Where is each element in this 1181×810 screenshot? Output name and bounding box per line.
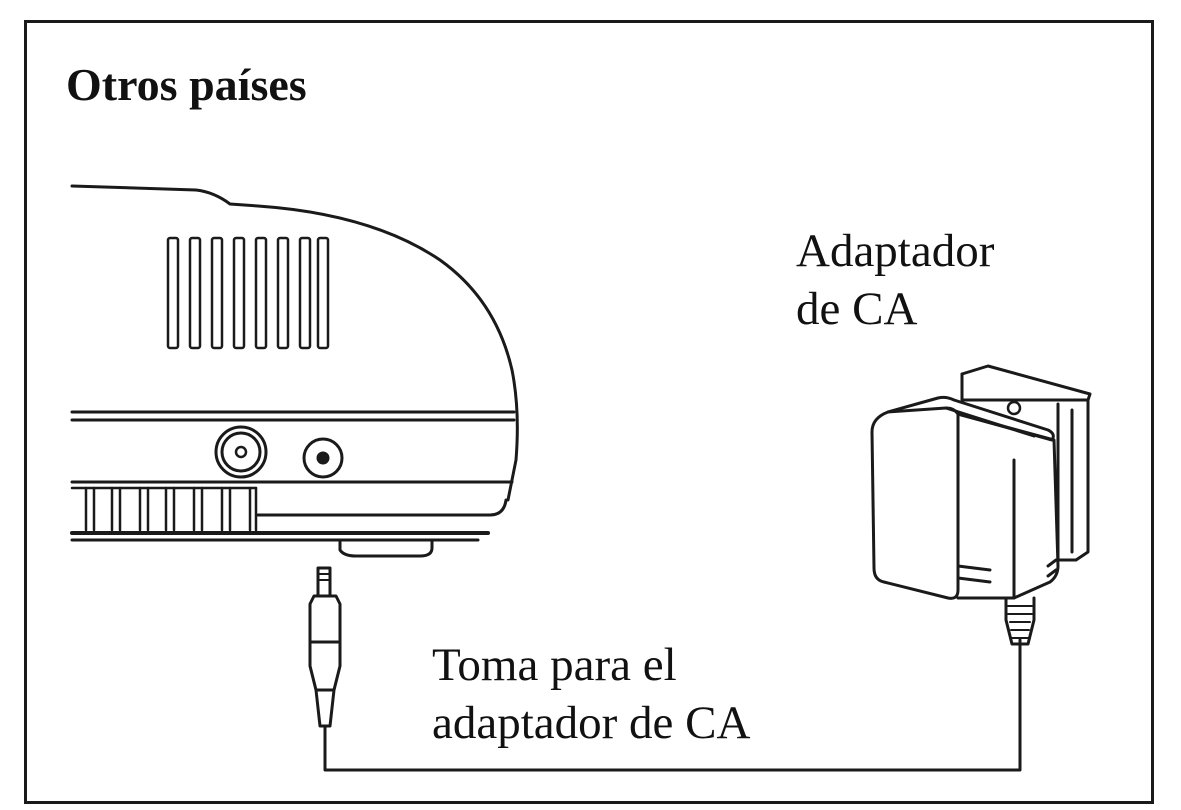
adapter-label-line-2: de CA <box>796 283 918 335</box>
jack-label: Toma para el adaptador de CA <box>432 636 750 752</box>
bottom-ridges <box>70 486 258 532</box>
vent-slots <box>166 236 330 350</box>
adapter-label: Adaptador de CA <box>796 222 994 338</box>
jack-label-line-2: adaptador de CA <box>432 697 751 749</box>
power-cable <box>323 638 1022 772</box>
jack-label-line-1: Toma para el <box>432 639 677 691</box>
adapter-label-line-1: Adaptador <box>796 225 995 277</box>
ac-adapter-jack <box>302 437 344 479</box>
ac-adapter <box>870 364 1092 646</box>
device-body <box>70 184 519 558</box>
dc-plug <box>308 566 342 728</box>
rf-connector-port <box>214 425 268 479</box>
page-title: Otros países <box>66 59 307 110</box>
